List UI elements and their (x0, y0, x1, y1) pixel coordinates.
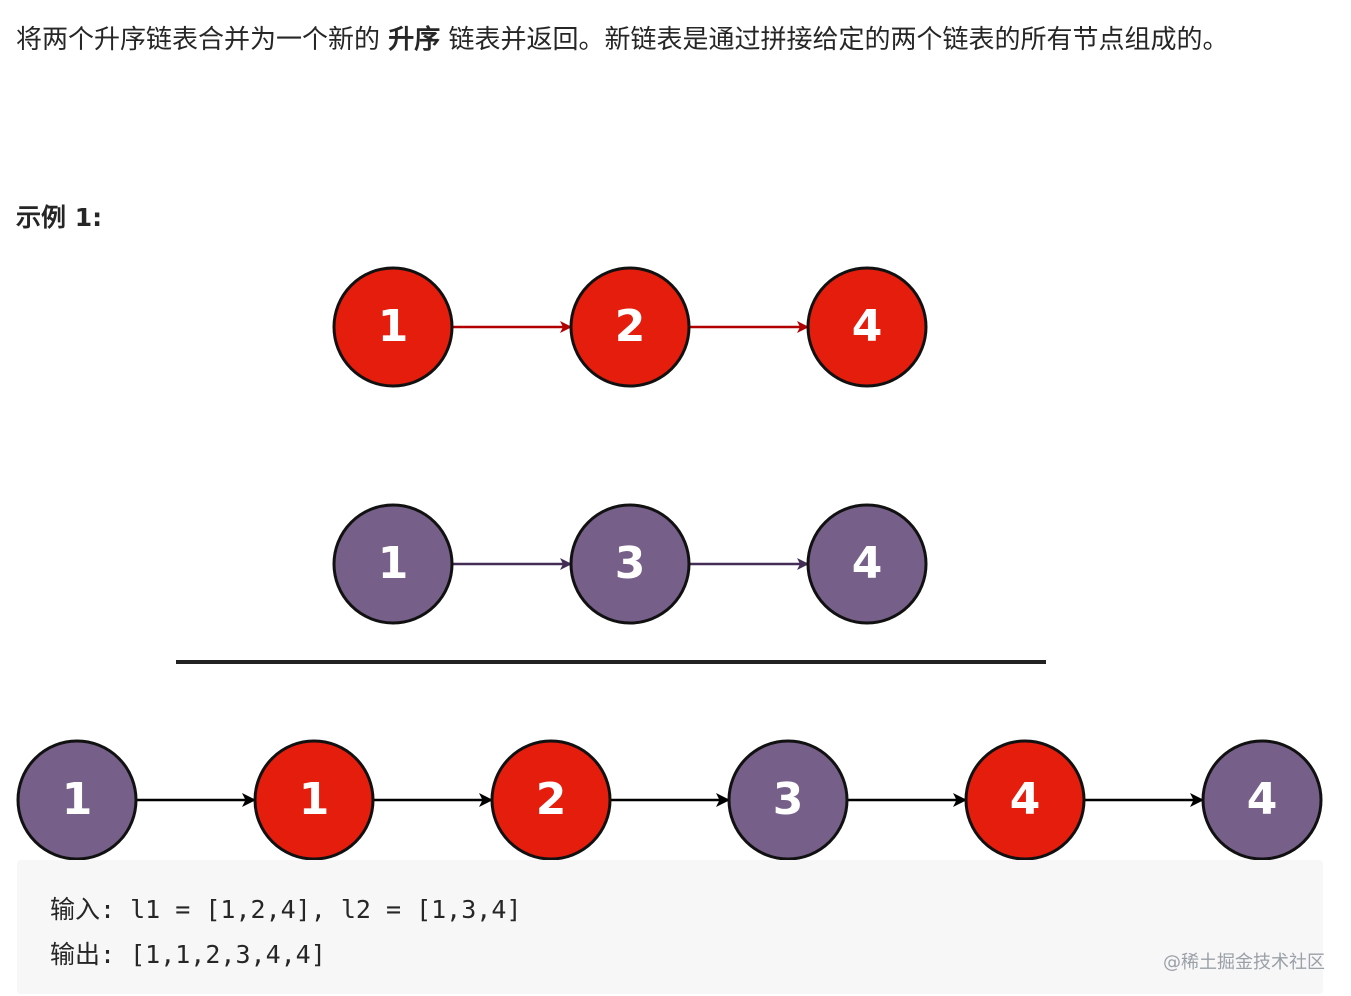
merged-node (16, 739, 138, 861)
watermark: @稀土掘金技术社区 (1163, 952, 1325, 973)
example-input: 输入: l1 = [1,2,4], l2 = [1,3,4] (50, 895, 522, 924)
description-bold: 升序 (388, 25, 441, 55)
merged-node (490, 739, 612, 861)
example-title: 示例 1: (16, 203, 103, 232)
merged-node-label: 4 (1010, 774, 1041, 825)
list1-node (332, 266, 454, 388)
list1-node (806, 266, 928, 388)
merged-node-label: 1 (62, 774, 93, 825)
list2-node-label: 4 (852, 538, 883, 589)
merged-node (1201, 739, 1323, 861)
list1-node-label: 1 (378, 301, 409, 352)
merged-node-label: 3 (773, 774, 804, 825)
example-output: 输出: [1,1,2,3,4,4] (50, 940, 326, 969)
description-text-2: 链表并返回。新链表是通过拼接给定的两个链表的所有节点组成的。 (440, 25, 1229, 55)
merged-node (253, 739, 375, 861)
list2-node-label: 1 (378, 538, 409, 589)
merged-node (727, 739, 849, 861)
description-text-1: 将两个升序链表合并为一个新的 (16, 25, 389, 55)
merged-node-label: 1 (299, 774, 330, 825)
merged-list: 1 1 2 3 4 4 (16, 739, 1323, 861)
list2-node (569, 503, 691, 625)
list2-node (332, 503, 454, 625)
list1-node-label: 4 (852, 301, 883, 352)
list1-node-label: 2 (615, 301, 646, 352)
example-code-block: 输入: l1 = [1,2,4], l2 = [1,3,4] 输出: [1,1,… (17, 860, 1323, 994)
problem-description: 将两个升序链表合并为一个新的 升序 链表并返回。新链表是通过拼接给定的两个链表的… (16, 20, 1316, 61)
list2: 1 3 4 (332, 503, 928, 625)
list1-node (569, 266, 691, 388)
list2-node (806, 503, 928, 625)
list1: 1 2 4 (332, 266, 928, 388)
list2-node-label: 3 (615, 538, 646, 589)
merged-node-label: 4 (1247, 774, 1278, 825)
linked-list-diagram: 1 2 4 1 3 4 1 1 2 3 4 4 (16, 266, 1323, 861)
merged-node (964, 739, 1086, 861)
merged-node-label: 2 (536, 774, 567, 825)
